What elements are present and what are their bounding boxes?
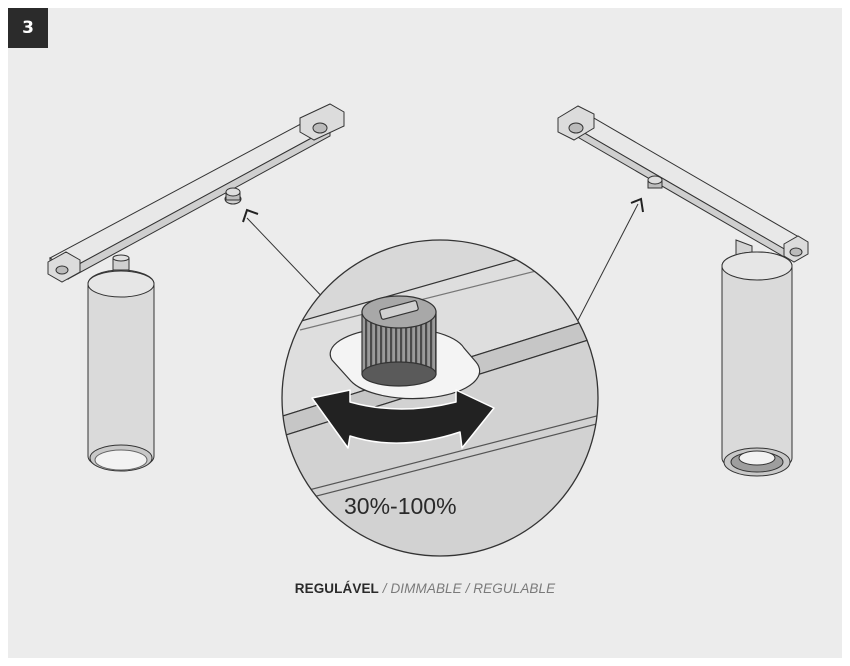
caption: REGULÁVEL / DIMMABLE / REGULABLE: [0, 581, 850, 596]
step-number-badge: 3: [8, 8, 48, 48]
caption-primary: REGULÁVEL: [294, 581, 379, 596]
right-adapter-bar: [560, 109, 806, 251]
left-adapter-bar: [49, 117, 332, 271]
zoom-detail: 30%-100%: [281, 239, 599, 557]
right-dimmer-knob: [647, 175, 663, 185]
curved-double-arrow-icon: [311, 389, 495, 449]
caption-secondary: / DIMMABLE / REGULABLE: [378, 581, 556, 596]
dimming-range-label: 30%-100%: [344, 493, 457, 519]
leader-lines: [246, 203, 639, 329]
right-cylinder-body: [721, 251, 793, 473]
pointer-arrow-icon: [242, 208, 259, 223]
left-cylinder-body: [87, 269, 155, 471]
left-track-light: [47, 103, 345, 472]
step-number: 3: [22, 18, 34, 38]
right-track-light: [557, 105, 809, 477]
pointer-arrow-icon: [630, 197, 644, 213]
